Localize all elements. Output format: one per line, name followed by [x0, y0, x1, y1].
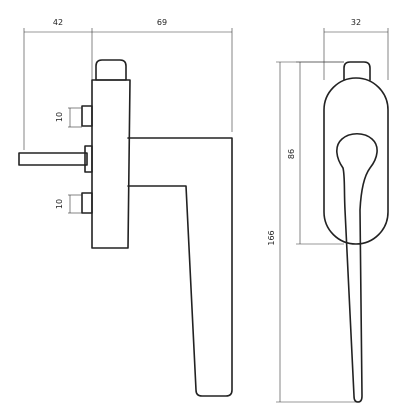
- screw-bottom: [81, 192, 93, 214]
- dim-label-10-bottom: 10: [55, 199, 64, 209]
- dim-label-69: 69: [157, 18, 167, 27]
- rose-profile: [91, 79, 131, 249]
- front-rose-cap: [343, 61, 371, 81]
- lever-arm: [127, 137, 233, 397]
- dim-label-166: 166: [267, 230, 276, 245]
- front-rose: [323, 77, 389, 245]
- spindle-collar: [84, 145, 93, 173]
- dim-label-10-top: 10: [55, 112, 64, 122]
- front-view: 32 166 86: [267, 18, 389, 403]
- dim-label-32: 32: [351, 18, 361, 27]
- spindle: [18, 152, 88, 166]
- dim-label-42: 42: [53, 18, 63, 27]
- side-view: 42 69 10 10: [18, 18, 233, 397]
- dim-label-86: 86: [287, 149, 296, 159]
- rose-cap: [95, 59, 127, 81]
- screw-top: [81, 105, 93, 127]
- front-lever: [336, 132, 378, 403]
